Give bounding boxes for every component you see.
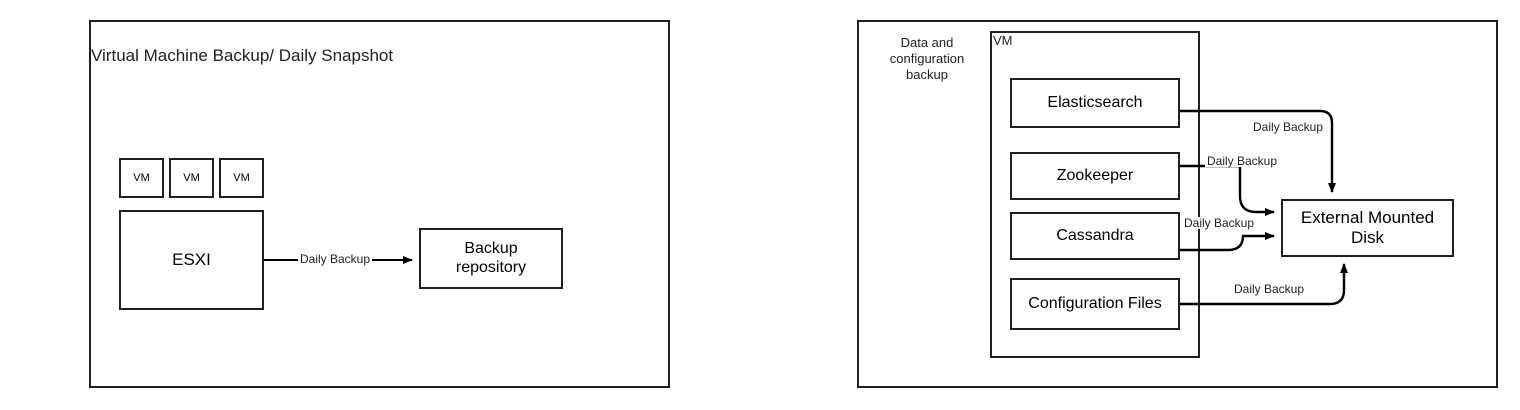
esxi-label: ESXI xyxy=(172,249,211,269)
service-box-configuration-files: Configuration Files xyxy=(1010,278,1180,330)
edge-cassandra-to-disk xyxy=(1180,232,1275,252)
external-mounted-disk-box: External Mounted Disk xyxy=(1281,199,1454,257)
left-panel-border xyxy=(89,20,670,388)
service-box-elasticsearch: Elasticsearch xyxy=(1010,78,1180,128)
left-panel-caption: Virtual Machine Backup/ Daily Snapshot xyxy=(91,46,394,65)
service-label-zookeeper: Zookeeper xyxy=(1056,166,1134,184)
backup-repository-box: Backup repository xyxy=(419,228,563,289)
service-label-configuration-files: Configuration Files xyxy=(1028,294,1162,312)
vm-box-1-label: VM xyxy=(133,171,150,184)
vm-container-label: VM xyxy=(993,33,1013,48)
edge-label-cassandra-to-disk: Daily Backup xyxy=(1182,216,1257,230)
vm-box-2: VM xyxy=(169,158,214,198)
vm-box-3: VM xyxy=(219,158,264,198)
edge-elasticsearch-to-disk xyxy=(1180,109,1336,193)
edge-configuration-files-to-disk xyxy=(1180,263,1348,306)
edge-label-configuration-files-to-disk: Daily Backup xyxy=(1232,282,1307,296)
vm-box-2-label: VM xyxy=(183,171,200,184)
esxi-box: ESXI xyxy=(119,210,264,310)
edge-label-esxi-to-repository: Daily Backup xyxy=(298,252,373,266)
right-panel-group-label: Data and configuration backup xyxy=(889,35,965,82)
backup-repository-label: Backup repository xyxy=(455,239,527,276)
vm-box-3-label: VM xyxy=(233,171,250,184)
service-label-cassandra: Cassandra xyxy=(1056,226,1134,244)
service-box-zookeeper: Zookeeper xyxy=(1010,152,1180,200)
service-label-elasticsearch: Elasticsearch xyxy=(1047,93,1143,111)
edge-label-elasticsearch-to-disk: Daily Backup xyxy=(1251,120,1326,134)
edge-label-zookeeper-to-disk: Daily Backup xyxy=(1205,154,1280,168)
external-mounted-disk-label: External Mounted Disk xyxy=(1300,207,1435,247)
edge-zookeeper-to-disk xyxy=(1180,164,1275,216)
vm-box-1: VM xyxy=(119,158,164,198)
service-box-cassandra: Cassandra xyxy=(1010,212,1180,260)
